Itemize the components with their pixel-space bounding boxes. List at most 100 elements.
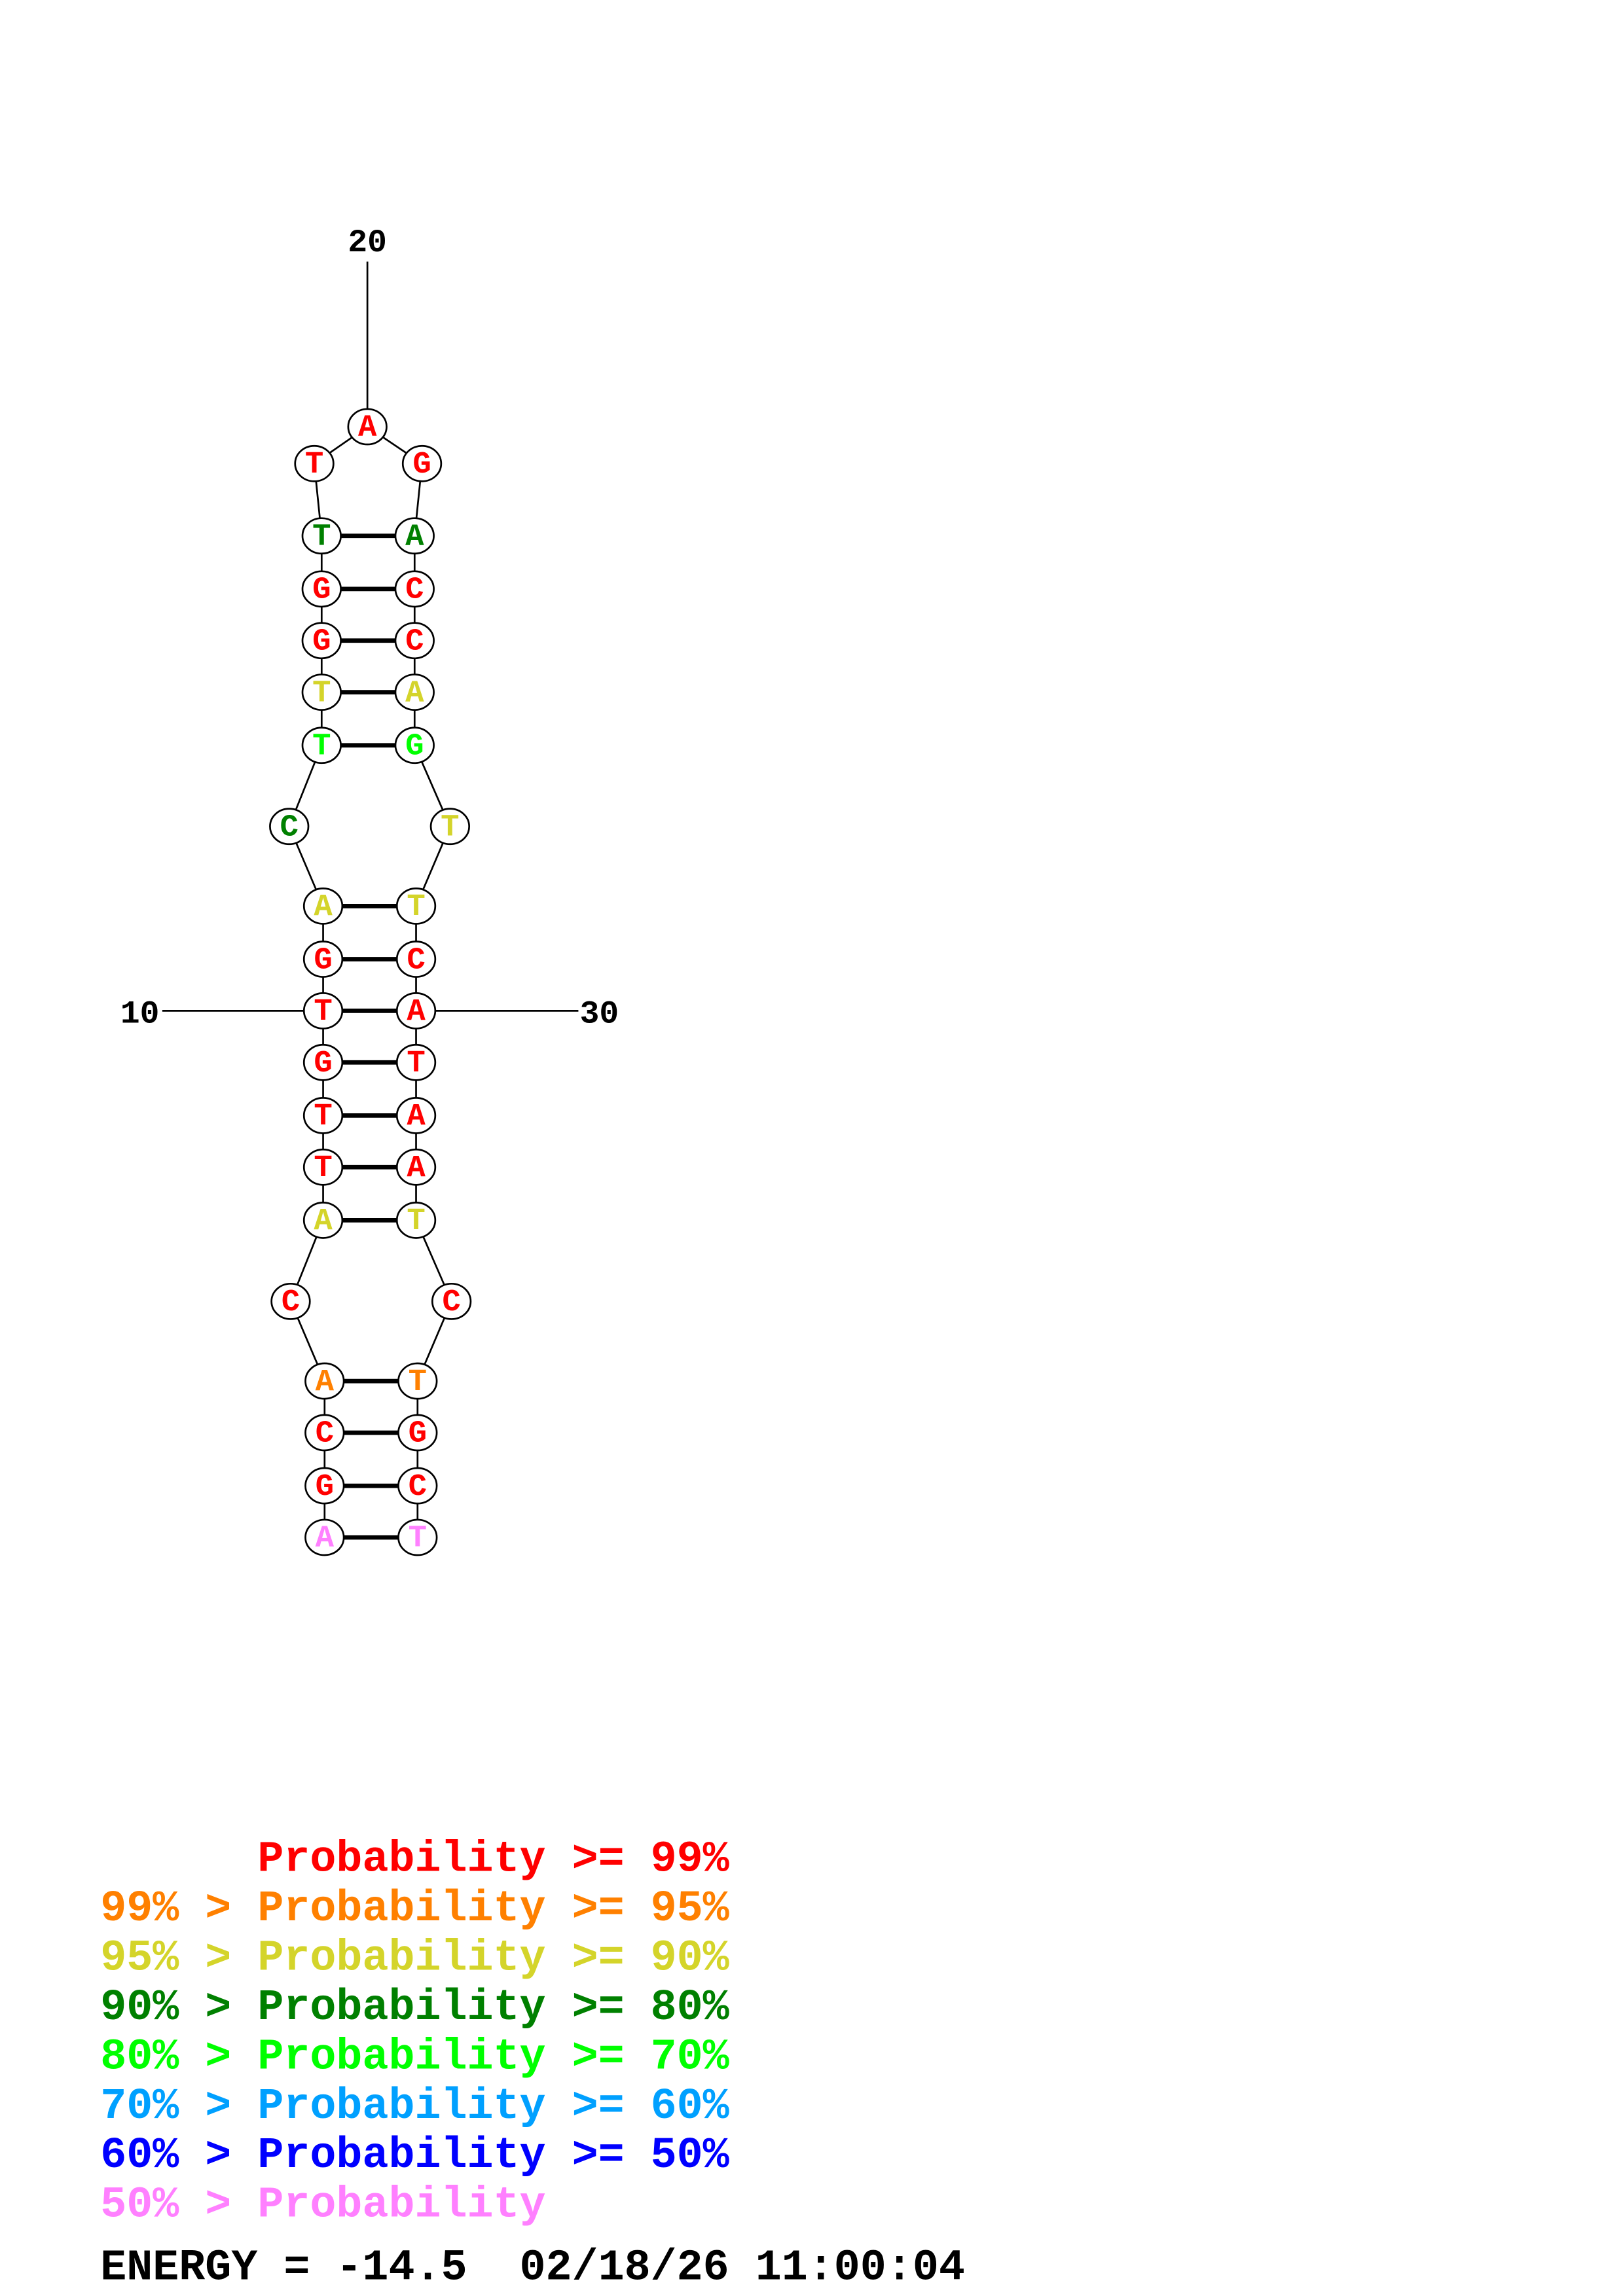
nucleotide-letter: T [305, 448, 323, 482]
nucleotide-letter: T [312, 520, 331, 554]
nucleotide-26: G [394, 726, 435, 764]
nucleotide-28: T [395, 888, 437, 925]
nucleotide-letter: T [312, 730, 331, 764]
nucleotide-circle [304, 1467, 345, 1505]
nucleotide-letter: A [407, 995, 426, 1030]
nucleotide-circle [397, 1362, 438, 1400]
nucleotide-1: A [304, 1518, 345, 1556]
nucleotide-circle [304, 1362, 345, 1400]
nucleotide-letter: A [358, 411, 377, 446]
nucleotide-33: A [395, 1148, 437, 1186]
position-label-10: 10 [120, 996, 160, 1032]
nucleotide-13: C [269, 808, 310, 845]
nucleotide-circle [302, 992, 344, 1030]
nucleotide-circle [301, 622, 342, 660]
nucleotide-letter: G [316, 1470, 334, 1505]
nucleotide-letter: T [409, 1522, 427, 1556]
nucleotide-circle [394, 570, 435, 608]
nucleotide-32: A [395, 1097, 437, 1134]
nucleotide-letter: T [314, 1151, 332, 1186]
nucleotide-35: C [431, 1282, 472, 1320]
nucleotide-29: C [395, 941, 437, 978]
nucleotide-letter: T [314, 1100, 332, 1134]
nucleotide-letter: C [407, 943, 425, 978]
nucleotide-12: A [302, 888, 344, 925]
legend-row: Probability >= 99% [100, 1835, 729, 1884]
nucleotide-letter: A [314, 1204, 333, 1239]
nucleotide-letter: G [409, 1417, 427, 1452]
nucleotide-circle [395, 1202, 437, 1239]
nucleotide-10: T [302, 992, 344, 1030]
nucleotide-14: T [301, 726, 342, 764]
nucleotide-circle [304, 1518, 345, 1556]
nucleotide-circle [395, 992, 437, 1030]
nucleotide-letter: C [316, 1417, 334, 1452]
nucleotide-6: A [302, 1202, 344, 1239]
nucleotide-letter: C [409, 1470, 427, 1505]
nucleotide-letter: T [312, 676, 331, 711]
nucleotide-18: T [301, 517, 342, 555]
nucleotide-circle [397, 1467, 438, 1505]
nucleotide-circle [302, 941, 344, 978]
legend-row: 70% > Probability >= 60% [100, 2082, 729, 2132]
nucleotide-circle [394, 726, 435, 764]
legend-row: 95% > Probability >= 90% [100, 1933, 729, 1983]
nucleotide-letter: A [405, 520, 424, 554]
nucleotide-11: G [302, 941, 344, 978]
nucleotide-letter: G [405, 730, 424, 764]
nucleotide-9: G [302, 1043, 344, 1081]
nucleotide-letter: T [407, 1047, 425, 1081]
nucleotide-circle [270, 1282, 311, 1320]
nucleotide-letter: T [407, 1204, 425, 1239]
energy-line: ENERGY = -14.5 02/18/26 11:00:04 [100, 2244, 965, 2293]
position-label-30: 30 [580, 996, 619, 1032]
legend-row: 99% > Probability >= 95% [100, 1884, 729, 1934]
nucleotide-24: C [394, 622, 435, 660]
nucleotide-22: A [394, 517, 435, 555]
nucleotide-circle [347, 408, 388, 446]
nucleotide-letter: T [407, 890, 425, 925]
nucleotide-letter: A [314, 890, 333, 925]
nucleotide-23: C [394, 570, 435, 608]
nucleotide-3: C [304, 1414, 345, 1452]
nucleotide-letter: G [314, 943, 332, 978]
nucleotide-16: G [301, 622, 342, 660]
nucleotide-letter: T [314, 995, 332, 1030]
nucleotide-17: G [301, 570, 342, 608]
nucleotide-38: C [397, 1467, 438, 1505]
nucleotide-circle [394, 673, 435, 711]
nucleotide-19: T [294, 444, 335, 482]
nucleotide-circle [301, 673, 342, 711]
nucleotide-circle [397, 1414, 438, 1452]
nucleotide-36: T [397, 1362, 438, 1400]
nucleotide-circle [304, 1414, 345, 1452]
nucleotide-circle [397, 1518, 438, 1556]
legend-row: 50% > Probability [100, 2181, 545, 2231]
nucleotide-letter: A [407, 1151, 426, 1186]
nucleotide-34: T [395, 1202, 437, 1239]
probability-legend: Probability >= 99%99% > Probability >= 9… [100, 1835, 729, 2230]
nucleotide-letter: C [405, 573, 424, 608]
nucleotide-letter: A [316, 1522, 335, 1556]
nucleotide-letter: C [442, 1285, 460, 1320]
nucleotide-letter: C [280, 810, 299, 845]
nucleotide-circle [395, 941, 437, 978]
position-label-lines [162, 261, 579, 1012]
nucleotide-circle [394, 517, 435, 555]
nucleotide-5: C [270, 1282, 311, 1320]
nucleotide-letter: A [407, 1100, 426, 1134]
nucleotide-circle [431, 1282, 472, 1320]
nucleotide-25: A [394, 673, 435, 711]
nucleotide-circle [395, 1097, 437, 1134]
nucleotide-27: T [429, 808, 471, 846]
nucleotide-circle [301, 517, 342, 555]
nucleotide-circle [302, 1202, 344, 1239]
nucleotide-circle [395, 888, 437, 925]
nucleotide-21: G [401, 444, 443, 482]
nucleotide-circle [429, 808, 471, 846]
nucleotide-letter: G [312, 625, 331, 660]
nucleotide-8: T [302, 1097, 344, 1134]
nucleotide-31: T [395, 1043, 437, 1081]
